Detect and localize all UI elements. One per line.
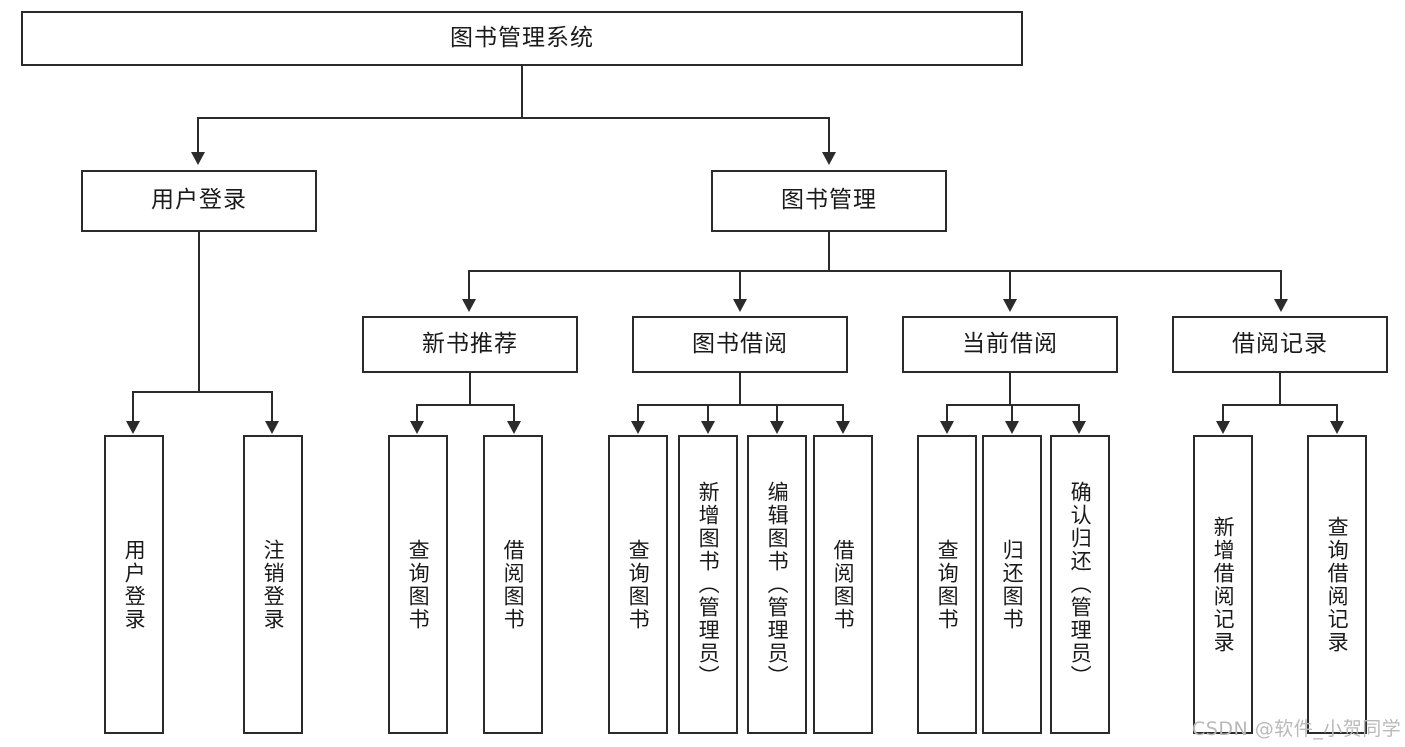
connector-borrow-record-drop-2 (1336, 404, 1338, 422)
connector-borrow-record-drop-1 (1222, 404, 1224, 422)
node-label: 图书借阅 (692, 330, 788, 357)
arrowhead-to-book-manage (822, 152, 836, 165)
node-label: 查询图书 (626, 538, 651, 631)
node-label: 图书管理 (781, 187, 877, 214)
connector-current-borrow-bus (946, 404, 1080, 406)
node-label: 新增借阅记录 (1211, 515, 1236, 654)
connector-book-manage-stem (828, 232, 830, 271)
arrowhead-leaf-confirm-return (1072, 421, 1086, 434)
node-label: 用户登录 (151, 187, 247, 214)
connector-book-borrow-drop-4 (842, 404, 844, 422)
node-label: 借阅图书 (501, 538, 526, 631)
leaf-confirm-return[interactable]: 确认归还（管理员） (1050, 435, 1110, 734)
leaf-add-borrow-record[interactable]: 新增借阅记录 (1193, 435, 1253, 734)
node-label: 注销登录 (261, 538, 286, 631)
connector-current-borrow-drop-3 (1078, 404, 1080, 422)
arrowhead-leaf-query-book-2 (631, 421, 645, 434)
node-label: 查询图书 (406, 538, 431, 631)
connector-borrow-record-stem (1279, 373, 1281, 405)
arrowhead-leaf-query-book-3 (940, 421, 954, 434)
connector-user-login-drop-2 (271, 391, 273, 423)
node-current-borrow[interactable]: 当前借阅 (902, 316, 1118, 373)
connector-book-borrow-drop-2 (707, 404, 709, 422)
node-label: 编辑图书（管理员） (765, 481, 790, 688)
node-user-login[interactable]: 用户登录 (81, 170, 317, 232)
node-label: 借阅记录 (1232, 330, 1328, 357)
node-root-library-system[interactable]: 图书管理系统 (21, 11, 1023, 66)
connector-book-borrow-drop-3 (776, 404, 778, 422)
connector-to-new-book (468, 270, 470, 300)
connector-user-login-stem (198, 232, 200, 392)
arrowhead-leaf-edit-book (770, 421, 784, 434)
connector-new-book-drop-1 (416, 404, 418, 422)
node-borrow-record[interactable]: 借阅记录 (1172, 316, 1388, 373)
node-label: 新书推荐 (422, 330, 518, 357)
node-label: 确认归还（管理员） (1068, 481, 1093, 688)
leaf-query-book-current[interactable]: 查询图书 (917, 435, 977, 734)
connector-book-borrow-bus (637, 404, 843, 406)
connector-level3-bus (468, 270, 1282, 272)
node-label: 归还图书 (1000, 538, 1025, 631)
arrowhead-leaf-user-login (126, 421, 140, 434)
arrowhead-to-user-login (191, 152, 205, 165)
arrowhead-to-current-borrow (1003, 299, 1017, 312)
node-label: 当前借阅 (962, 330, 1058, 357)
leaf-borrow-book-recommend[interactable]: 借阅图书 (483, 435, 543, 734)
connector-to-borrow-record (1280, 270, 1282, 300)
leaf-add-book[interactable]: 新增图书（管理员） (678, 435, 738, 734)
node-label: 查询借阅记录 (1325, 515, 1350, 654)
node-book-manage[interactable]: 图书管理 (711, 170, 947, 232)
connector-root-stem (521, 66, 523, 118)
connector-book-borrow-drop-1 (637, 404, 639, 422)
connector-to-current-borrow (1009, 270, 1011, 300)
leaf-borrow-book[interactable]: 借阅图书 (813, 435, 873, 734)
connector-level2-bus (197, 117, 830, 119)
connector-current-borrow-drop-1 (946, 404, 948, 422)
connector-user-login-bus (132, 391, 273, 393)
connector-to-book-manage (828, 117, 830, 155)
leaf-edit-book[interactable]: 编辑图书（管理员） (747, 435, 807, 734)
arrowhead-leaf-query-book-1 (410, 421, 424, 434)
arrowhead-leaf-return-book (1005, 421, 1019, 434)
connector-borrow-record-bus (1222, 404, 1338, 406)
connector-new-book-drop-2 (513, 404, 515, 422)
arrowhead-leaf-borrow-book-2 (836, 421, 850, 434)
arrowhead-leaf-add-book (701, 421, 715, 434)
connector-to-user-login (197, 117, 199, 155)
leaf-query-borrow-record[interactable]: 查询借阅记录 (1307, 435, 1367, 734)
connector-current-borrow-drop-2 (1011, 404, 1013, 422)
arrowhead-to-book-borrow (733, 299, 747, 312)
connector-to-book-borrow (739, 270, 741, 300)
node-label: 图书管理系统 (450, 24, 594, 51)
leaf-logout[interactable]: 注销登录 (243, 435, 303, 734)
connector-current-borrow-stem (1009, 373, 1011, 405)
node-label: 查询图书 (935, 538, 960, 631)
leaf-return-book[interactable]: 归还图书 (982, 435, 1042, 734)
leaf-query-book-recommend[interactable]: 查询图书 (388, 435, 448, 734)
arrowhead-leaf-add-record (1216, 421, 1230, 434)
node-label: 用户登录 (122, 538, 147, 631)
node-new-book-recommend[interactable]: 新书推荐 (362, 316, 578, 373)
node-book-borrow[interactable]: 图书借阅 (632, 316, 848, 373)
arrowhead-to-borrow-record (1274, 299, 1288, 312)
arrowhead-leaf-borrow-book-1 (507, 421, 521, 434)
connector-new-book-bus (416, 404, 515, 406)
connector-new-book-stem (469, 373, 471, 405)
leaf-user-login[interactable]: 用户登录 (104, 435, 164, 734)
arrowhead-to-new-book (462, 299, 476, 312)
connector-user-login-drop-1 (132, 391, 134, 423)
connector-book-borrow-stem (739, 373, 741, 405)
leaf-query-book-borrow[interactable]: 查询图书 (608, 435, 668, 734)
arrowhead-leaf-logout (265, 421, 279, 434)
arrowhead-leaf-query-record (1330, 421, 1344, 434)
node-label: 新增图书（管理员） (696, 481, 721, 688)
node-label: 借阅图书 (831, 538, 856, 631)
